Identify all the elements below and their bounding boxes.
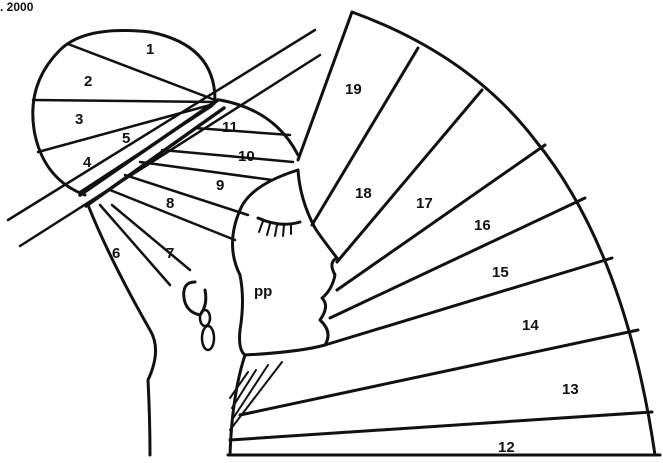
head-divider-11-top xyxy=(195,128,290,135)
label-section-14: 14 xyxy=(522,317,539,334)
label-section-4: 4 xyxy=(83,154,92,171)
label-section-16: 16 xyxy=(474,217,491,234)
label-section-19: 19 xyxy=(345,81,362,98)
label-section-3: 3 xyxy=(75,111,83,128)
label-section-18: 18 xyxy=(355,185,372,202)
label-section-15: 15 xyxy=(492,264,509,281)
bun-outline xyxy=(33,30,215,195)
fan-divider-16-15 xyxy=(330,198,585,318)
bun-divider-1-2 xyxy=(68,44,215,100)
label-section-10: 10 xyxy=(238,148,255,165)
fan-neck-line-a xyxy=(230,362,282,430)
corner-text: . 2000 xyxy=(0,0,34,14)
label-section-13: 13 xyxy=(562,381,579,398)
nape-outline xyxy=(88,205,156,455)
head-sections xyxy=(88,100,298,455)
label-face: pp xyxy=(254,283,272,300)
fan-divider-17-16 xyxy=(337,145,545,290)
label-section-7: 7 xyxy=(166,245,174,262)
fan-divider-18-17 xyxy=(337,90,482,262)
bun-sections xyxy=(33,30,215,195)
fan-divider-14-13 xyxy=(240,330,638,415)
bun-divider-2-3 xyxy=(33,100,215,102)
head-divider-11-10 xyxy=(162,150,293,162)
label-section-6: 6 xyxy=(112,245,120,262)
head-divider-7-ear xyxy=(112,205,190,270)
head-divider-9-8 xyxy=(125,175,248,215)
label-section-9: 9 xyxy=(216,177,224,194)
label-section-11: 11 xyxy=(222,119,238,136)
label-section-17: 17 xyxy=(416,195,433,212)
face-outline xyxy=(233,170,338,355)
thick-band-line-b xyxy=(86,108,224,206)
label-section-5: 5 xyxy=(122,130,130,147)
label-section-1: 1 xyxy=(146,41,154,58)
earring xyxy=(200,310,214,350)
fan-outer-arc xyxy=(352,12,655,455)
closed-eye xyxy=(258,218,300,224)
label-section-2: 2 xyxy=(84,73,92,90)
fan-sections xyxy=(228,12,660,455)
label-section-8: 8 xyxy=(166,195,174,212)
thick-band-line-a xyxy=(80,100,218,195)
fan-divider-13-12 xyxy=(230,412,652,440)
label-section-12: 12 xyxy=(498,439,515,456)
face-profile xyxy=(184,170,337,455)
